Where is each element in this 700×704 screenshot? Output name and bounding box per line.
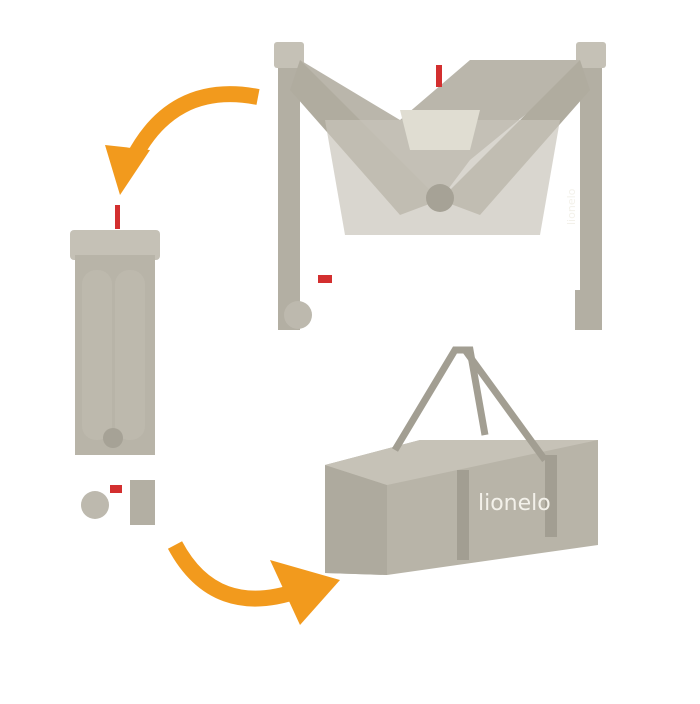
cot-folded — [70, 205, 160, 525]
bag-brand-label: lionelo — [478, 491, 551, 516]
carry-bag: lionelo — [325, 346, 598, 575]
cot-brand-label: lionelo — [565, 188, 578, 225]
arrow-icon — [167, 541, 303, 607]
arrow-icon — [122, 86, 260, 169]
cot-folding-open: lionelo — [274, 42, 606, 330]
arrow-head-icon — [105, 145, 150, 195]
arrow-head-icon — [270, 560, 340, 625]
